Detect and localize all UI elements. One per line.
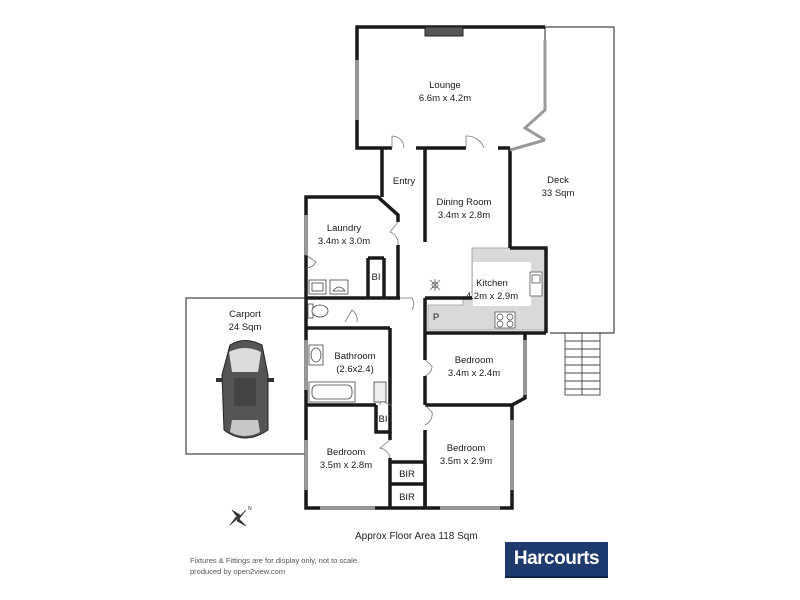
room-dining-size: 3.4m x 2.8m: [438, 210, 490, 221]
fan-icon: [429, 279, 441, 291]
sink-icon: [529, 271, 543, 297]
room-bi-hall: BI: [379, 414, 388, 425]
room-bedroom3-name: Bedroom: [447, 443, 486, 454]
room-bi-laundry: BI: [372, 272, 381, 283]
room-laundry-name: Laundry: [327, 223, 362, 234]
sink-icon: [308, 279, 349, 295]
footer-notes: Fixtures & Fittings are for display only…: [190, 555, 359, 577]
svg-text:N: N: [248, 506, 252, 512]
door-swing-icon: [305, 135, 485, 459]
room-bedroom1-size: 3.4m x 2.4m: [448, 368, 500, 379]
disclaimer-text: Fixtures & Fittings are for display only…: [190, 556, 360, 565]
room-bedroom2-size: 3.5m x 2.8m: [320, 460, 372, 471]
room-bedroom3-size: 3.5m x 2.9m: [440, 456, 492, 467]
windows: [304, 40, 547, 510]
room-bathroom-name: Bathroom: [334, 351, 375, 362]
basin-icon: [308, 344, 324, 366]
room-carport-size: 24 Sqm: [229, 322, 262, 333]
stairs-icon: [564, 332, 601, 396]
room-kitchen-name: Kitchen: [476, 278, 508, 289]
bathtub-icon: [308, 381, 387, 403]
room-deck-name: Deck: [547, 175, 569, 186]
produced-by-text: produced by open2view.com: [190, 567, 286, 576]
room-bathroom-size: (2.6x2.4): [336, 364, 374, 375]
floor-area-label: Approx Floor Area 118 Sqm: [355, 531, 478, 542]
room-entry-name: Entry: [393, 176, 415, 187]
car-icon: [216, 340, 274, 439]
room-lounge-name: Lounge: [429, 80, 461, 91]
room-carport-name: Carport: [229, 309, 261, 320]
room-bedroom1-name: Bedroom: [455, 355, 494, 366]
room-bir-bottom: BIR: [399, 492, 415, 503]
room-kitchen-size: 4.2m x 2.9m: [466, 291, 518, 302]
room-bedroom2-name: Bedroom: [327, 447, 366, 458]
toilet-icon: [307, 303, 329, 319]
room-laundry-size: 3.4m x 3.0m: [318, 236, 370, 247]
room-labels: Lounge 6.6m x 4.2m Deck 33 Sqm Entry Din…: [229, 80, 575, 503]
room-pantry: P: [433, 312, 439, 323]
fireplace-icon: [424, 26, 464, 37]
room-dining-name: Dining Room: [437, 197, 492, 208]
harcourts-logo: Harcourts: [505, 542, 608, 576]
stove-icon: [494, 311, 516, 329]
kitchen-inner: [473, 262, 531, 306]
room-bir-top: BIR: [399, 469, 415, 480]
room-deck-size: 33 Sqm: [542, 188, 575, 199]
compass-icon: N: [229, 506, 252, 527]
room-lounge-size: 6.6m x 4.2m: [419, 93, 471, 104]
